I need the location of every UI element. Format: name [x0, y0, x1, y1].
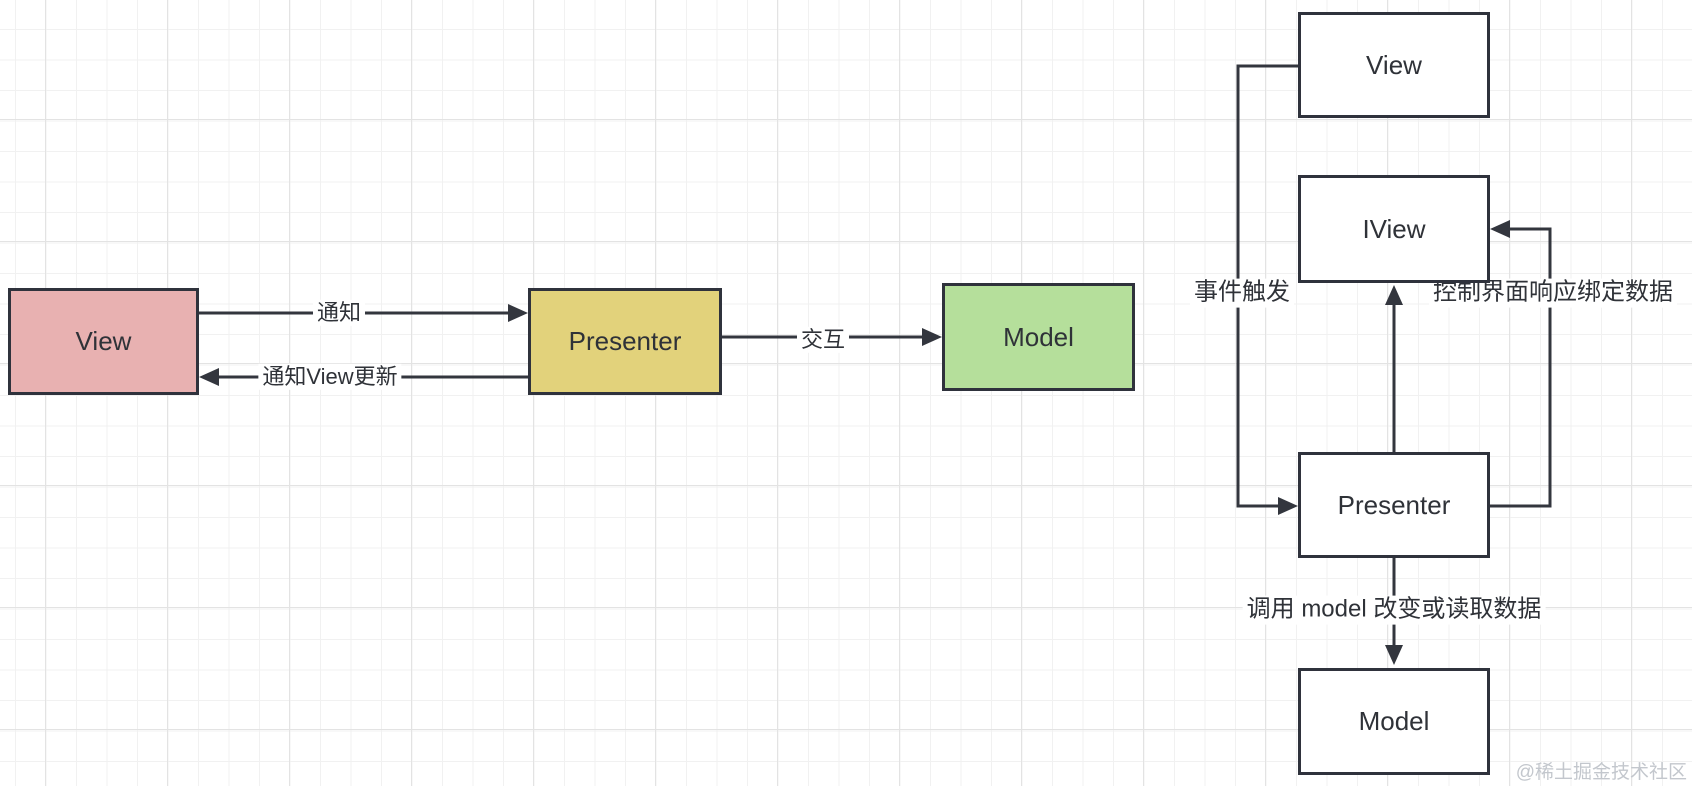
node-view-right: View — [1298, 12, 1490, 118]
edge-label-call-model: 调用 model 改变或读取数据 — [1242, 595, 1546, 625]
arrowhead-notify-update — [199, 368, 219, 386]
edge-label-control-bind: 控制界面响应绑定数据 — [1429, 278, 1677, 308]
node-model-left: Model — [942, 283, 1135, 391]
edge-label-notify: 通知 — [312, 299, 366, 327]
arrowhead-presenter-iview — [1385, 285, 1403, 305]
arrowhead-notify — [508, 304, 528, 322]
watermark: @稀土掘金技术社区 — [1515, 762, 1687, 783]
arrowhead-control-bind — [1490, 220, 1510, 238]
node-presenter-left: Presenter — [528, 288, 722, 395]
node-model-right: Model — [1298, 668, 1490, 775]
node-iview-right: IView — [1298, 175, 1490, 283]
node-presenter-right: Presenter — [1298, 452, 1490, 558]
edge-label-interact: 交互 — [796, 326, 850, 354]
edge-label-event-trigger: 事件触发 — [1190, 278, 1294, 308]
arrowhead-call-model — [1385, 645, 1403, 665]
arrow-control-bind-line — [1490, 227, 1552, 508]
edge-label-notify-view-update: 通知View更新 — [258, 363, 402, 391]
arrowhead-interact — [922, 328, 942, 346]
node-view-left: View — [8, 288, 199, 395]
arrowhead-event-trigger — [1278, 497, 1298, 515]
